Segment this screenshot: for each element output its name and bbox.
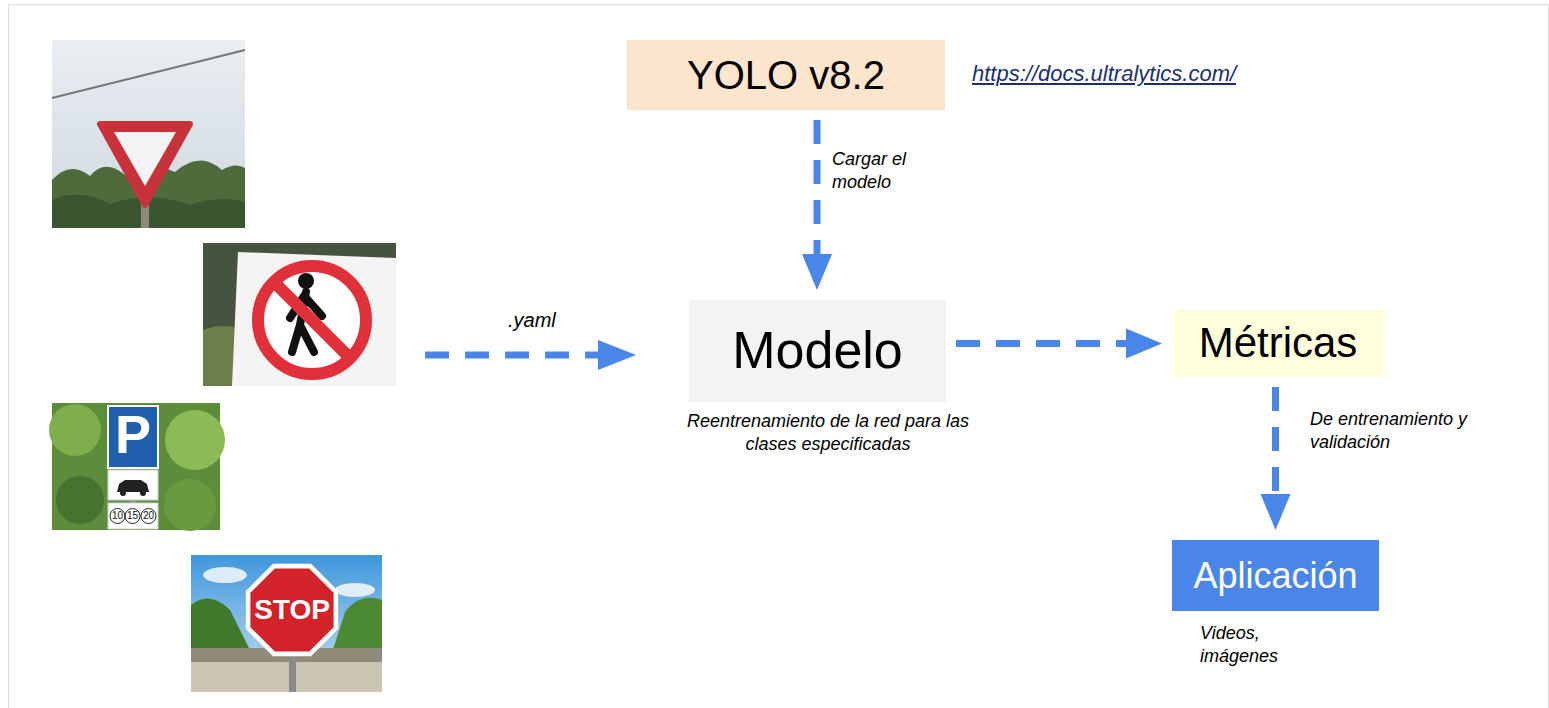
- node-text: Métricas: [1199, 319, 1358, 367]
- node-caption: Videos, imágenes: [1200, 622, 1300, 667]
- sign-number: 20: [141, 510, 156, 522]
- sign-number: 15: [125, 510, 140, 522]
- node-caption: Reentrenamiento de la red para las clase…: [668, 410, 988, 455]
- yield-sign-photo: [52, 40, 245, 228]
- sign-letter: P: [110, 405, 156, 464]
- node-text: Modelo: [732, 321, 903, 381]
- flow-arrow: [956, 329, 1162, 359]
- dataset-arrow: [425, 340, 636, 370]
- node-text: Aplicación: [1193, 555, 1357, 596]
- parking-sign-photo: [49, 403, 225, 531]
- arrow-head: [1126, 329, 1162, 359]
- application-box: Aplicación: [1172, 540, 1379, 611]
- no-pedestrian-sign-photo: [203, 243, 396, 386]
- arrow-head: [802, 254, 832, 290]
- dashed-connector: [814, 120, 821, 254]
- dashed-connector: [1272, 387, 1279, 494]
- model-box: Modelo: [689, 300, 946, 402]
- sign-word: STOP: [250, 593, 334, 627]
- dashed-connector: [956, 340, 1126, 347]
- flow-arrow: [1261, 387, 1291, 530]
- node-text: YOLO v8.2: [687, 52, 885, 98]
- doc-link: https://docs.ultralytics.com/: [972, 60, 1302, 88]
- sign-number: 10: [110, 510, 125, 522]
- flow-arrow: [802, 120, 832, 290]
- metrics-box: Métricas: [1172, 310, 1384, 377]
- model-source-box: YOLO v8.2: [627, 40, 945, 110]
- file-format-label: .yaml: [508, 308, 578, 333]
- stop-sign-photo: [191, 555, 382, 692]
- edge-label: De entrenamiento y validación: [1310, 408, 1530, 453]
- edge-label: Cargar el modelo: [832, 148, 952, 193]
- page-frame: [9, 5, 1549, 708]
- arrow-head: [1261, 494, 1291, 530]
